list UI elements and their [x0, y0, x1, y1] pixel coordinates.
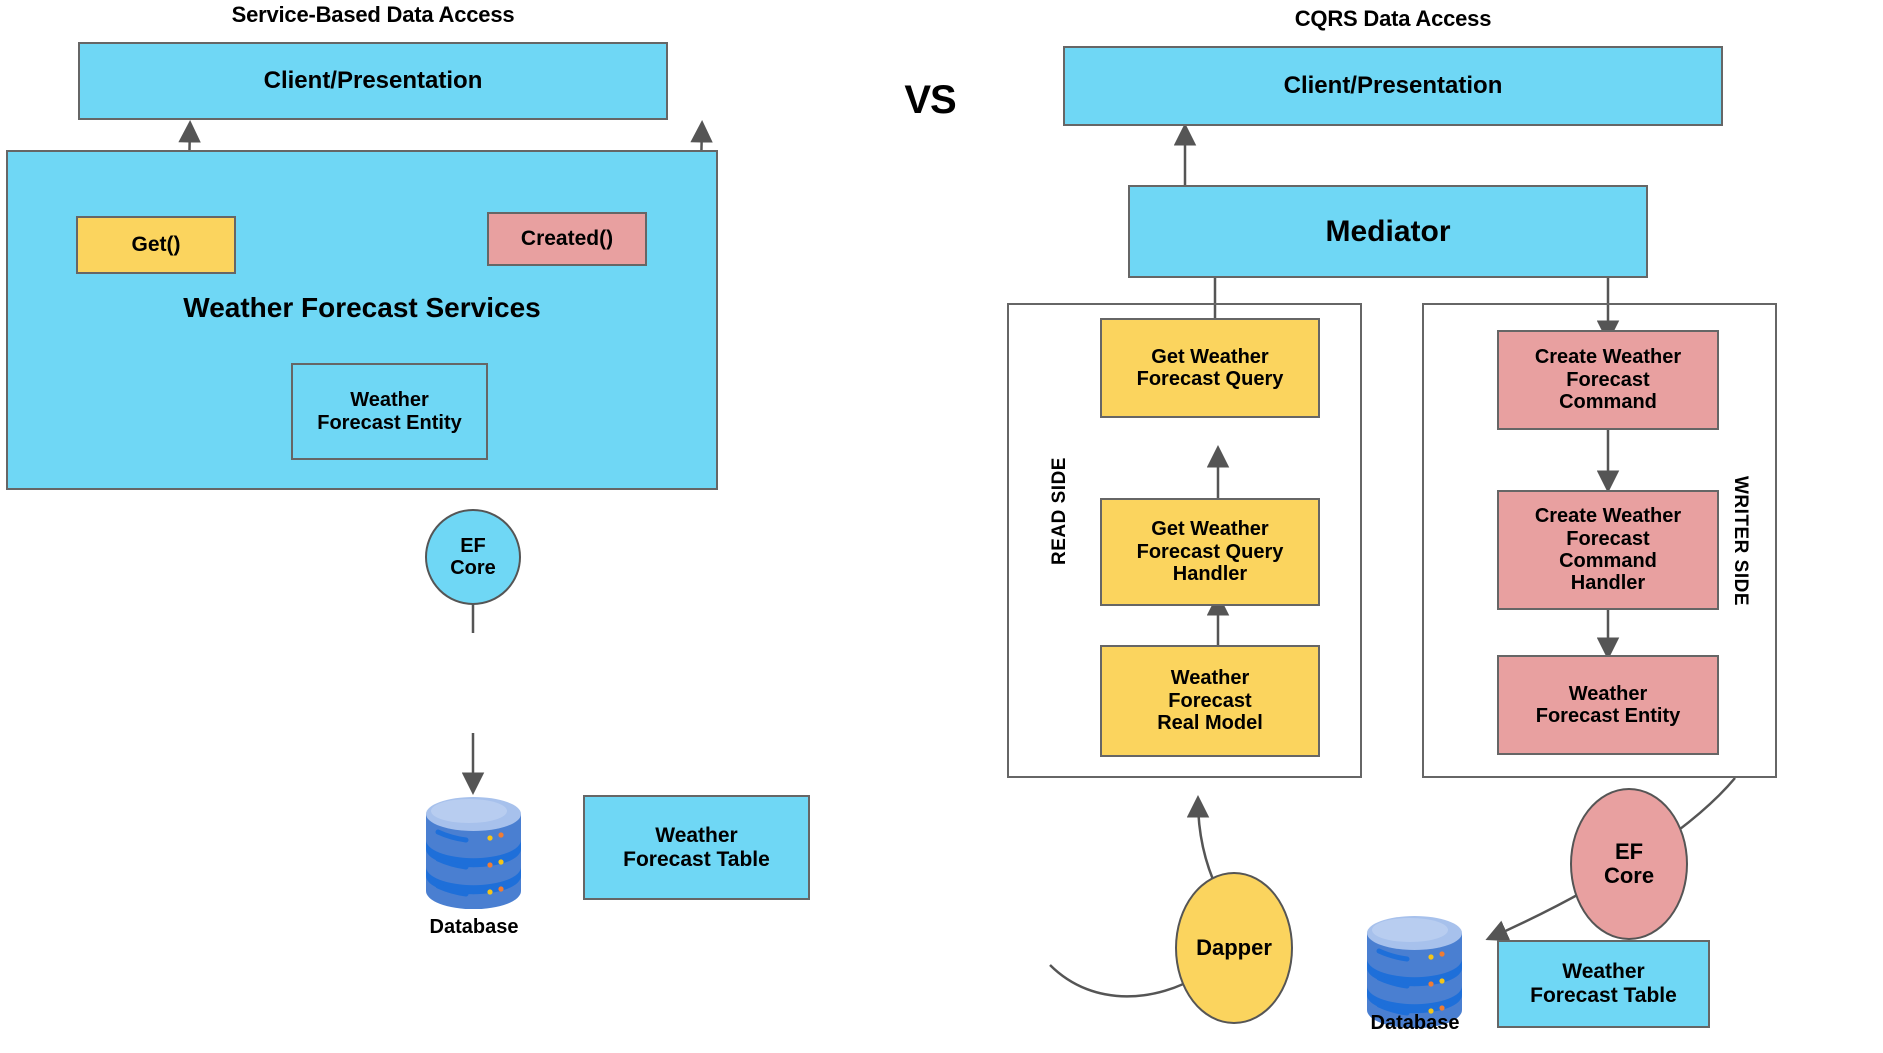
create-weather-forecast-command-label: Create Weather Forecast Command: [1534, 346, 1682, 414]
left-weather-forecast-table-label: Weather Forecast Table: [623, 823, 770, 871]
weather-forecast-real-model-box[interactable]: Weather Forecast Real Model: [1100, 645, 1320, 757]
left-diagram-title: Service-Based Data Access: [231, 2, 515, 27]
right-ef-core-label: EF Core: [1603, 838, 1655, 888]
right-weather-forecast-table-label: Weather Forecast Table: [1530, 960, 1677, 1007]
right-client-presentation-box[interactable]: Client/Presentation: [1063, 46, 1723, 126]
left-database-icon: [424, 796, 523, 910]
dapper-label: Dapper: [1196, 934, 1272, 960]
create-weather-forecast-command-box[interactable]: Create Weather Forecast Command: [1497, 330, 1719, 430]
dapper-ellipse[interactable]: Dapper: [1175, 872, 1293, 1024]
right-diagram-title: CQRS Data Access: [1294, 6, 1492, 31]
weather-forecast-real-model-label: Weather Forecast Real Model: [1157, 667, 1263, 735]
read-side-label: READ SIDE: [1049, 457, 1070, 565]
created-method-box[interactable]: Created(): [487, 212, 647, 266]
get-weather-forecast-query-handler-label: Get Weather Forecast Query Handler: [1136, 518, 1284, 586]
weather-forecast-services-label: Weather Forecast Services: [183, 292, 541, 323]
left-client-presentation-box[interactable]: Client/Presentation: [78, 42, 668, 120]
create-weather-forecast-command-handler-box[interactable]: Create Weather Forecast Command Handler: [1497, 490, 1719, 610]
get-method-box[interactable]: Get(): [76, 216, 236, 274]
left-weather-forecast-table-box[interactable]: Weather Forecast Table: [583, 795, 810, 900]
writer-side-label: WRITER SIDE: [1730, 475, 1751, 607]
created-method-label: Created(): [520, 227, 614, 251]
get-method-label: Get(): [131, 233, 181, 257]
right-weather-forecast-entity-label: Weather Forecast Entity: [1535, 682, 1681, 727]
writer-side-panel: [1422, 303, 1777, 778]
left-ef-core-circle[interactable]: EF Core: [425, 509, 521, 605]
get-weather-forecast-query-box[interactable]: Get Weather Forecast Query: [1100, 318, 1320, 418]
right-weather-forecast-entity-box[interactable]: Weather Forecast Entity: [1497, 655, 1719, 755]
create-weather-forecast-command-handler-label: Create Weather Forecast Command Handler: [1534, 505, 1682, 595]
read-side-panel: [1007, 303, 1362, 778]
right-ef-core-ellipse[interactable]: EF Core: [1570, 788, 1688, 940]
right-database-caption: Database: [1370, 1012, 1460, 1034]
left-client-presentation-label: Client/Presentation: [263, 66, 483, 94]
left-weather-forecast-entity-box[interactable]: Weather Forecast Entity: [291, 363, 488, 460]
mediator-box[interactable]: Mediator: [1128, 185, 1648, 278]
right-client-presentation-label: Client/Presentation: [1283, 71, 1503, 99]
get-weather-forecast-query-label: Get Weather Forecast Query: [1136, 345, 1284, 390]
vs-label: VS: [904, 78, 956, 122]
right-weather-forecast-table-box[interactable]: Weather Forecast Table: [1497, 940, 1710, 1028]
right-database-icon: [1365, 915, 1464, 1029]
get-weather-forecast-query-handler-box[interactable]: Get Weather Forecast Query Handler: [1100, 498, 1320, 606]
left-weather-forecast-entity-label: Weather Forecast Entity: [317, 389, 462, 434]
mediator-label: Mediator: [1325, 214, 1451, 248]
left-database-caption: Database: [429, 916, 519, 938]
left-ef-core-label: EF Core: [450, 535, 496, 579]
